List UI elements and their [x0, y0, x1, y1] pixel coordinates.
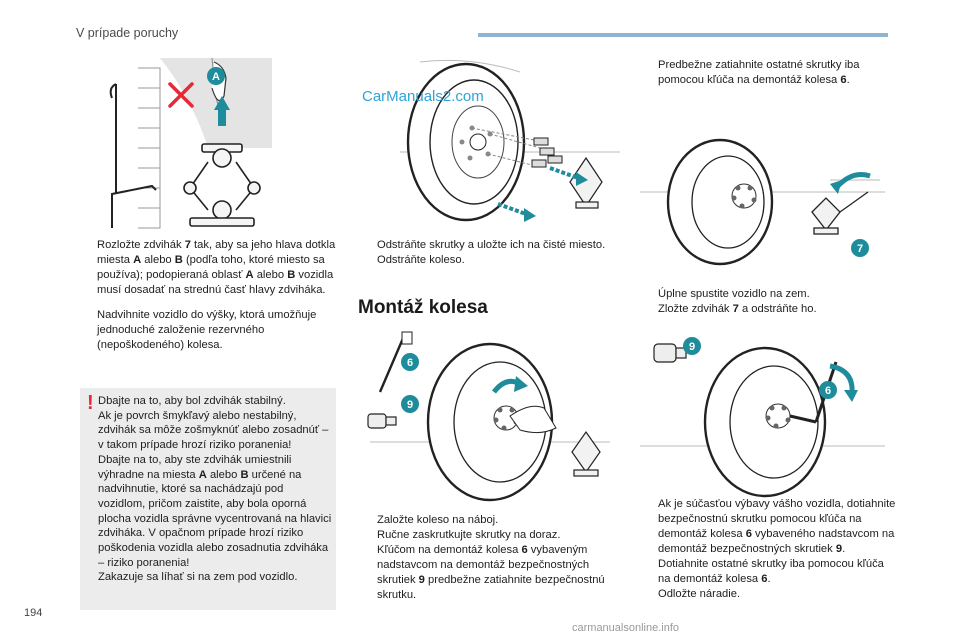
wheel-fitting-illustration: 6 9 — [367, 331, 610, 502]
bullet-item: Rozložte zdvihák 7 tak, aby sa jeho hlav… — [97, 239, 336, 296]
bullet-item: Odložte náradie. — [658, 588, 741, 600]
page-number: 194 — [24, 607, 43, 619]
bullet-item: Dotiahnite ostatné skrutky iba pomocou k… — [658, 558, 884, 585]
bullet-item: Kľúčom na demontáž kolesa 6 vybaveným na… — [377, 544, 605, 601]
fit-label-6: 6 — [407, 357, 413, 369]
jack-label-a: A — [212, 71, 220, 83]
section-title: Montáž kolesa — [358, 297, 488, 318]
spare-label-7: 7 — [857, 243, 863, 255]
warning-mark: ! — [87, 392, 94, 414]
bullet-item: Založte koleso na náboj. — [377, 514, 499, 526]
bullet-item: Odstráňte skrutky a uložte ich na čisté … — [377, 239, 606, 251]
left-bullets-list: Rozložte zdvihák 7 tak, aby sa jeho hlav… — [80, 238, 342, 353]
bullet-item: Úplne spustite vozidlo na zem. — [658, 288, 810, 300]
watermark-bottom: carmanualsonline.info — [572, 622, 680, 634]
right-mid-bullets: Úplne spustite vozidlo na zem. Zložte zdv… — [641, 287, 889, 317]
watermark-top: CarManuals2.com — [362, 88, 484, 105]
spare-wheel-lowering-illustration: 7 — [640, 138, 885, 266]
fit-label-9: 9 — [407, 399, 413, 411]
bullet-item: Odstráňte koleso. — [377, 254, 465, 266]
bullet-item: Ručne zaskrutkujte skrutky na doraz. — [377, 529, 561, 541]
middle-bullets-list: Odstráňte skrutky a uložte ich na čisté … — [360, 238, 610, 268]
bullet-item: Ak je súčasťou výbavy vášho vozidla, dot… — [658, 498, 896, 555]
bullet-item: Nadvihnite vozidlo do výšky, ktorá umožň… — [97, 309, 317, 351]
wheel-bolts-removed-illustration — [400, 59, 620, 222]
page-header-title: V prípade poruchy — [76, 26, 179, 40]
header-rule — [478, 33, 888, 37]
wheel-tightening-illustration: 9 6 — [640, 337, 885, 498]
tighten-label-9: 9 — [689, 341, 695, 353]
bullet-item: Zložte zdvihák 7 a odstráňte ho. — [658, 303, 817, 315]
right-bottom-bullets: Ak je súčasťou výbavy vášho vozidla, dot… — [641, 497, 897, 602]
bullet-item: Predbežne zatiahnite ostatné skrutky iba… — [658, 59, 860, 86]
tighten-label-6: 6 — [825, 385, 831, 397]
jack-illustration: A — [109, 57, 288, 229]
middle-bullets2-list: Založte koleso na náboj. Ručne zaskrutkuj… — [360, 513, 622, 603]
warning-box — [80, 388, 336, 610]
warning-text: Dbajte na to, aby bol zdvihák stabilný.A… — [98, 395, 332, 584]
right-top-bullets: Predbežne zatiahnite ostatné skrutky iba… — [641, 58, 889, 88]
